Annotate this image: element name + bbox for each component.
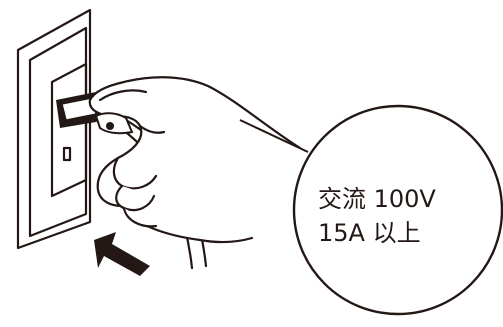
wall-outlet-plate (16, 8, 92, 250)
callout-line-voltage: 交流 100V (318, 185, 436, 213)
hand (88, 76, 302, 244)
callout-pointer (239, 119, 309, 153)
outlet-slot (62, 146, 72, 162)
insert-direction-arrow (94, 232, 150, 276)
callout-text: 交流 100V 15A 以上 (318, 182, 488, 250)
plug-grip (94, 112, 134, 135)
callout-circle (292, 104, 503, 316)
outlet-receptacle-frame (50, 62, 88, 198)
callout-line-current: 15A 以上 (318, 219, 421, 247)
